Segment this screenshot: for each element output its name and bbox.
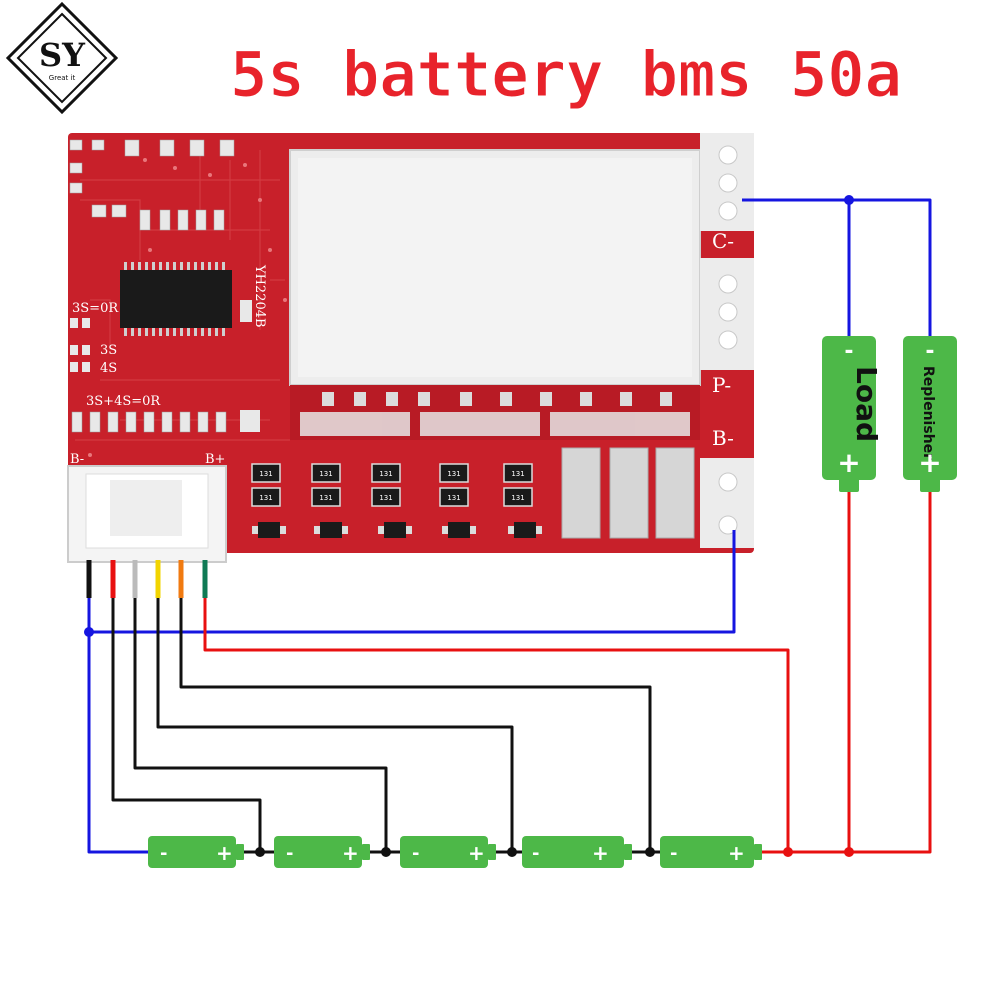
cell-neg-sign: - <box>160 843 167 864</box>
cell-4: - + <box>522 836 632 868</box>
resistor-code: 131 <box>379 494 392 502</box>
pad-label-c-minus: C- <box>712 229 734 253</box>
tap-wire-2 <box>133 598 388 852</box>
battery-cells: - + - + - + - + - + <box>148 836 762 868</box>
pack-pos-wire <box>762 490 932 854</box>
cell-5: - + <box>660 836 762 868</box>
bms-board: 3S=0R 3S 4S 3S+4S=0R B- B+ YH2204B <box>67 133 754 563</box>
wiring <box>84 195 932 857</box>
replenisher-pos-sign: + <box>918 446 941 479</box>
pcb-label-4s: 4S <box>100 361 117 376</box>
output-pad-strip: C- P- B- <box>700 133 754 548</box>
cell-pos-sign: + <box>468 841 485 865</box>
pack-pos-sense-wire <box>203 598 790 852</box>
resistor-code: 131 <box>511 470 524 478</box>
pcb-label-3s-4s-0r: 3S+4S=0R <box>86 394 161 409</box>
replenisher-neg-sign: - <box>925 339 934 364</box>
cell-3: - + <box>400 836 496 868</box>
resistor-code: 131 <box>319 494 332 502</box>
c-minus-wire <box>742 198 932 340</box>
pad-label-b-minus: B- <box>712 426 734 450</box>
cell-1: - + <box>148 836 244 868</box>
logo-tagline: Great it <box>49 74 76 82</box>
cell-pos-sign: + <box>216 841 233 865</box>
cell-2: - + <box>274 836 370 868</box>
resistor-code: 131 <box>259 494 272 502</box>
cell-pos-sign: + <box>728 841 745 865</box>
tap-wire-4 <box>179 598 652 852</box>
board-model-label: YH2204B <box>252 264 267 328</box>
pcb-label-3s-0r: 3S=0R <box>72 301 119 316</box>
cell-neg-sign: - <box>532 843 539 864</box>
load-label: Load <box>850 366 883 442</box>
balance-connector <box>67 465 227 563</box>
pcb-label-b-plus: B+ <box>205 452 225 467</box>
cell-neg-sign: - <box>286 843 293 864</box>
pcb-label-3s: 3S <box>100 343 117 358</box>
cell-pos-sign: + <box>592 841 609 865</box>
cell-pos-sign: + <box>342 841 359 865</box>
b-minus-wire <box>89 530 736 634</box>
pad-label-p-minus: P- <box>712 373 731 397</box>
brand-logo: SY Great it <box>5 1 119 115</box>
replenisher-label: Replenisher <box>920 366 936 460</box>
resistor-code: 131 <box>511 494 524 502</box>
resistor-code: 131 <box>259 470 272 478</box>
resistor-code: 131 <box>319 470 332 478</box>
bms-controller-ic <box>120 262 232 336</box>
load-pos-sign: + <box>837 446 860 479</box>
cell-neg-sign: - <box>670 843 677 864</box>
resistor-code: 131 <box>379 470 392 478</box>
logo-initials: SY <box>39 36 86 74</box>
pack-neg-wire <box>87 598 148 854</box>
balance-resistors: 131 131 131 131 131 131 131 131 131 131 <box>251 447 695 539</box>
replenisher-battery: - Replenisher + <box>903 336 957 492</box>
cell-neg-sign: - <box>412 843 419 864</box>
pcb-label-b-minus: B- <box>70 452 84 467</box>
load-neg-sign: - <box>844 339 853 364</box>
resistor-code: 131 <box>447 470 460 478</box>
load-battery: - Load + <box>822 336 883 492</box>
heatsink <box>289 149 701 386</box>
tap-wire-1 <box>111 598 262 852</box>
resistor-code: 131 <box>447 494 460 502</box>
page-title: 5s battery bms 50a <box>230 38 902 111</box>
tap-wire-3 <box>156 598 514 852</box>
